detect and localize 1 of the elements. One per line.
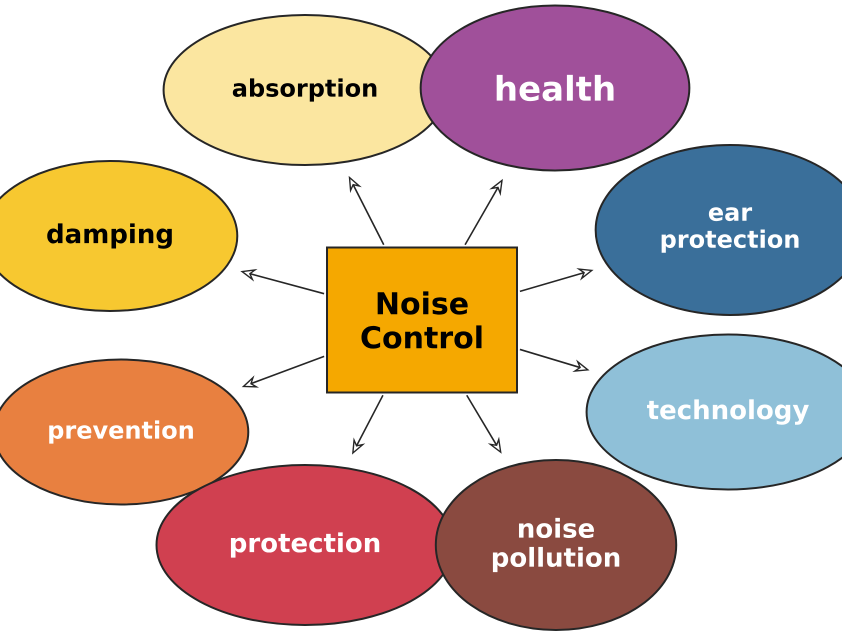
title-box: Noise Control <box>326 246 518 394</box>
